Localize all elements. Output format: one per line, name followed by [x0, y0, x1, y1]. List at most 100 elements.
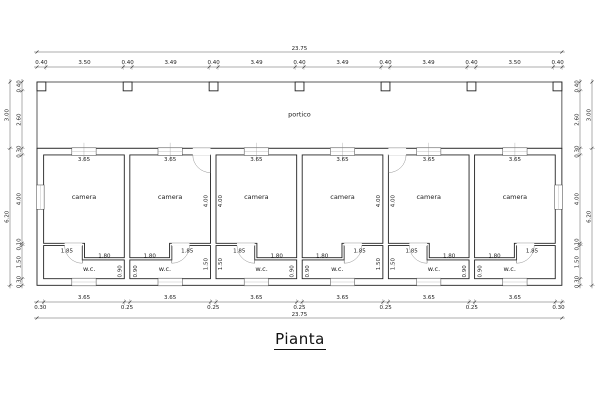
room-camera-outline	[474, 154, 556, 259]
wc-door-width-label: 1.85	[181, 249, 194, 255]
plan-title: Pianta	[0, 330, 600, 350]
dimension-label: 6.20	[5, 210, 11, 223]
wc-door-width-label: 1.85	[354, 249, 367, 255]
room-camera-outline	[301, 154, 384, 259]
dimension-label: 3.49	[336, 60, 349, 66]
extension-width-label: 1.80	[271, 253, 284, 259]
room-camera-label: camera	[72, 193, 97, 201]
wc-height-label: 1.50	[390, 257, 396, 270]
room-camera-label: camera	[416, 193, 441, 201]
dimension-label: 0.10	[575, 238, 581, 251]
window-width-label: 3.65	[336, 157, 349, 163]
wc-label: w.c.	[255, 265, 267, 273]
dimension-label: 3.49	[164, 60, 177, 66]
wc-door-swing-icon	[344, 245, 363, 264]
wc-door-opening	[171, 243, 190, 246]
wc-door-swing-icon	[409, 245, 428, 264]
pillar	[380, 81, 391, 92]
room-camera-outline	[43, 154, 125, 259]
wc-label: w.c.	[331, 265, 343, 273]
portico-label: portico	[288, 110, 311, 118]
dimension-label: 6.20	[587, 210, 593, 223]
dimension-label: 0.30	[34, 305, 47, 311]
dimension-label: 0.25	[207, 305, 220, 311]
dimension-label: 1.50	[17, 255, 23, 268]
dimension-tick	[560, 50, 564, 54]
room-camera-outline	[129, 154, 211, 259]
extension-width-label: 1.80	[316, 253, 329, 259]
entrance-door-swing-icon	[388, 154, 407, 173]
dimension-label: 0.40	[35, 60, 48, 66]
window-width-label: 3.65	[423, 157, 436, 163]
extension-width-label: 1.80	[488, 253, 501, 259]
dimension-label: 4.00	[575, 193, 581, 206]
pillar	[466, 81, 477, 92]
wc-door-swing-icon	[171, 245, 190, 264]
dimension-label: 3.65	[250, 295, 263, 301]
wc-door-opening	[516, 243, 535, 246]
dimension-label: 0.30	[17, 145, 23, 158]
room-camera-label: camera	[158, 193, 183, 201]
dimension-label: 0.40	[293, 60, 306, 66]
wc-height-label: 1.50	[218, 257, 224, 270]
dimension-label: 0.30	[552, 305, 565, 311]
wc-door-opening	[237, 243, 255, 246]
extension-height-label: 0.90	[117, 265, 123, 278]
dimension-label: 3.50	[78, 60, 91, 66]
dimension-label: 1.50	[575, 255, 581, 268]
wc-label: w.c.	[428, 265, 440, 273]
room-camera-label: camera	[503, 193, 528, 201]
pillar	[208, 81, 219, 92]
dimension-label: 0.40	[575, 80, 581, 93]
extension-height-label: 0.90	[290, 265, 296, 278]
dimension-tick	[35, 316, 39, 320]
window-width-label: 3.65	[250, 157, 263, 163]
plan-title-text: Pianta	[274, 330, 326, 350]
wc-door-width-label: 1.85	[61, 249, 74, 255]
entrance-door-opening	[192, 148, 211, 156]
dimension-label: 0.25	[466, 305, 479, 311]
dimension-label: 0.30	[575, 275, 581, 288]
pillar	[36, 81, 47, 92]
dimension-label: 2.60	[575, 113, 581, 126]
wc-height-label: 1.50	[203, 257, 209, 270]
dimension-label: 0.10	[17, 238, 23, 251]
dimension-total-top: 23.75	[292, 46, 308, 52]
entrance-door-opening	[388, 148, 407, 156]
dimension-label: 2.60	[17, 113, 23, 126]
dimension-label: 0.25	[293, 305, 306, 311]
entrance-door-swing-icon	[192, 154, 211, 173]
extension-height-label: 0.90	[133, 265, 139, 278]
extension-width-label: 1.80	[443, 253, 456, 259]
dimension-label: 0.40	[121, 60, 134, 66]
dimension-label: 0.40	[207, 60, 220, 66]
room-depth-label: 4.00	[376, 195, 382, 208]
dimension-label: 0.30	[575, 145, 581, 158]
wc-door-opening	[409, 243, 428, 246]
window-width-label: 3.65	[164, 157, 177, 163]
wc-label: w.c.	[83, 265, 95, 273]
wc-label: w.c.	[159, 265, 171, 273]
dimension-label: 4.00	[17, 193, 23, 206]
dimension-label: 3.65	[336, 295, 349, 301]
wc-door-width-label: 1.85	[405, 249, 418, 255]
wc-door-swing-icon	[64, 245, 83, 264]
pillar	[122, 81, 133, 92]
wc-label: w.c.	[503, 265, 515, 273]
wc-door-width-label: 1.85	[233, 249, 246, 255]
window-width-label: 3.65	[509, 157, 522, 163]
extension-width-label: 1.80	[98, 253, 111, 259]
wc-door-swing-icon	[236, 245, 255, 264]
wc-door-opening	[344, 243, 362, 246]
dimension-label: 3.00	[5, 109, 11, 122]
dimension-label: 3.50	[508, 60, 521, 66]
pillar	[552, 81, 563, 92]
dimension-total-bottom: 23.75	[292, 312, 308, 318]
dimension-label: 3.65	[164, 295, 177, 301]
room-depth-label: 4.00	[218, 195, 224, 208]
dimension-label: 0.40	[379, 60, 392, 66]
room-depth-label: 4.00	[390, 195, 396, 208]
dimension-label: 3.65	[78, 295, 91, 301]
dimension-label: 3.49	[250, 60, 263, 66]
